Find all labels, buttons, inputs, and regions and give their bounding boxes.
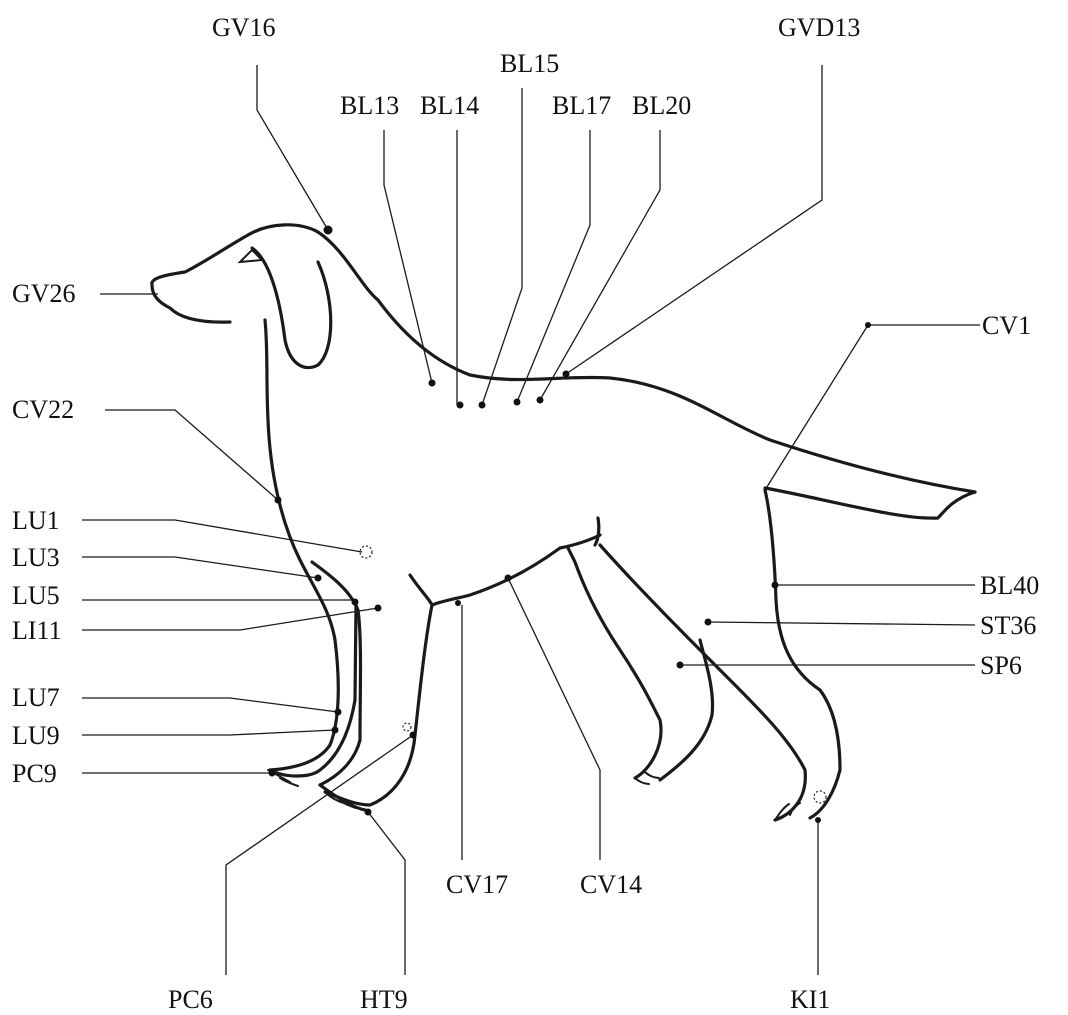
point-KI1 — [814, 791, 826, 803]
label-LU5: LU5 — [12, 581, 60, 610]
point-CV1 — [865, 322, 871, 328]
point-BL40 — [772, 582, 779, 589]
hind-leg-far — [568, 548, 661, 778]
label-LU7: LU7 — [12, 683, 60, 712]
label-GVD13: GVD13 — [778, 13, 860, 42]
point-HT9 — [365, 809, 372, 816]
label-GV26: GV26 — [12, 279, 76, 308]
tail — [765, 488, 975, 518]
ear — [252, 248, 331, 368]
belly — [595, 518, 599, 545]
point-BL13 — [429, 380, 436, 387]
leader-lines — [82, 65, 980, 975]
label-LU9: LU9 — [12, 721, 60, 750]
point-LU7 — [335, 709, 342, 716]
point-LU5 — [352, 599, 359, 606]
label-SP6: SP6 — [980, 651, 1022, 680]
point-CV17 — [455, 600, 461, 606]
point-LI11 — [375, 605, 382, 612]
dog-outline — [152, 225, 975, 820]
label-GV16: GV16 — [212, 13, 276, 42]
label-BL17: BL17 — [552, 91, 611, 120]
point-BL17 — [514, 399, 521, 406]
label-LU3: LU3 — [12, 543, 60, 572]
paw-hind-far — [635, 772, 659, 784]
point-BL14 — [457, 402, 464, 409]
label-CV14: CV14 — [580, 870, 642, 899]
point-KI1-end — [815, 817, 821, 823]
label-ST36: ST36 — [980, 611, 1036, 640]
label-CV22: CV22 — [12, 395, 74, 424]
label-BL13: BL13 — [340, 91, 399, 120]
point-PC9 — [269, 770, 276, 777]
point-ST36 — [705, 619, 712, 626]
point-CV14 — [505, 575, 512, 582]
hind-leg-near-back — [765, 490, 840, 818]
label-PC9: PC9 — [12, 759, 57, 788]
label-KI1: KI1 — [790, 985, 830, 1014]
label-BL15: BL15 — [500, 49, 559, 78]
point-PC6 — [410, 732, 417, 739]
label-LU1: LU1 — [12, 506, 60, 535]
point-GVD13 — [563, 371, 570, 378]
point-SP6 — [677, 662, 684, 669]
point-LU9 — [332, 727, 339, 734]
label-LI11: LI11 — [12, 616, 62, 645]
label-BL40: BL40 — [980, 571, 1039, 600]
label-BL20: BL20 — [632, 91, 691, 120]
throat — [265, 320, 335, 640]
label-CV17: CV17 — [446, 870, 508, 899]
point-BL20 — [537, 397, 544, 404]
label-CV1: CV1 — [982, 311, 1031, 340]
label-HT9: HT9 — [360, 985, 408, 1014]
label-PC6: PC6 — [168, 985, 213, 1014]
hind-leg-far-front — [660, 640, 713, 780]
head — [152, 225, 318, 322]
point-LU3 — [315, 575, 322, 582]
back-line — [318, 232, 975, 492]
point-PC6-inner — [403, 723, 411, 731]
point-GV16 — [324, 226, 333, 235]
front-leg-near — [270, 605, 356, 776]
point-BL15 — [479, 402, 486, 409]
point-CV22 — [275, 497, 282, 504]
label-BL14: BL14 — [420, 91, 479, 120]
